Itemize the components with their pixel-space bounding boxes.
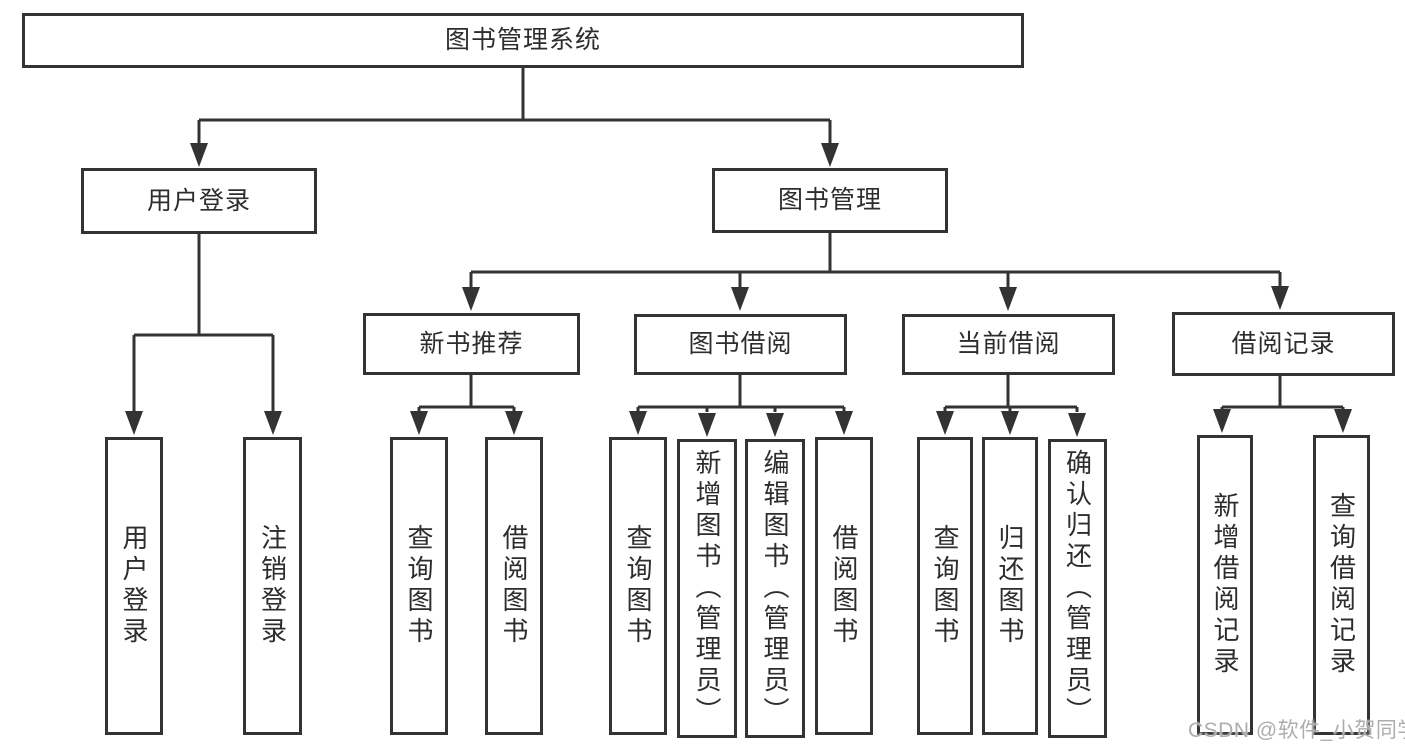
arrowhead-br-query: [1334, 409, 1352, 433]
leaf-newbook-query-books: 查询图书: [390, 437, 448, 735]
arrowhead-cb-confirm: [1068, 413, 1086, 437]
arrowhead-user-login: [190, 143, 208, 167]
arrowhead-cb-return: [1001, 411, 1019, 435]
arrowhead-new-book: [462, 287, 480, 311]
arrowhead-bb-borrow: [835, 411, 853, 435]
node-book-borrow: 图书借阅: [634, 314, 847, 375]
arrowhead-cb-query: [936, 411, 954, 435]
arrowhead-bb-query: [629, 411, 647, 435]
arrowhead-book-borrow: [731, 287, 749, 311]
arrowhead-bb-add: [698, 413, 716, 437]
arrowhead-leaf-user-login: [125, 411, 143, 435]
leaf-borrowrecord-query-record: 查询借阅记录: [1313, 435, 1370, 735]
arrowhead-current-borrow: [999, 287, 1017, 311]
leaf-currentborrow-return-books: 归还图书: [982, 437, 1038, 735]
csdn-watermark: CSDN @软件_小贺同学: [1188, 719, 1405, 742]
arrowhead-borrow-record: [1271, 286, 1289, 310]
leaf-newbook-borrow-books: 借阅图书: [485, 437, 543, 735]
arrowhead-nb-borrow: [505, 411, 523, 435]
arrowhead-book-mgmt: [821, 143, 839, 167]
leaf-logout: 注销登录: [243, 437, 302, 735]
leaf-borrowrecord-add-record: 新增借阅记录: [1197, 435, 1253, 735]
node-new-book-recommend: 新书推荐: [363, 313, 580, 375]
node-root-system: 图书管理系统: [22, 13, 1024, 68]
node-borrow-record: 借阅记录: [1172, 312, 1395, 376]
leaf-currentborrow-query-books: 查询图书: [917, 437, 973, 735]
node-book-management: 图书管理: [712, 168, 948, 233]
arrowhead-leaf-logout: [264, 411, 282, 435]
node-user-login: 用户登录: [81, 168, 317, 234]
arrowhead-br-add: [1213, 409, 1231, 433]
leaf-user-login: 用户登录: [105, 437, 163, 735]
arrowhead-nb-query: [410, 411, 428, 435]
arrowhead-bb-edit: [766, 413, 784, 437]
leaf-currentborrow-confirm-return-admin: 确认归还（管理员）: [1048, 439, 1107, 738]
leaf-bookborrow-add-books-admin: 新增图书（管理员）: [677, 439, 737, 738]
node-current-borrow: 当前借阅: [902, 314, 1115, 375]
leaf-bookborrow-edit-books-admin: 编辑图书（管理员）: [745, 439, 805, 738]
leaf-bookborrow-query-books: 查询图书: [609, 437, 667, 735]
leaf-bookborrow-borrow-books: 借阅图书: [815, 437, 873, 735]
